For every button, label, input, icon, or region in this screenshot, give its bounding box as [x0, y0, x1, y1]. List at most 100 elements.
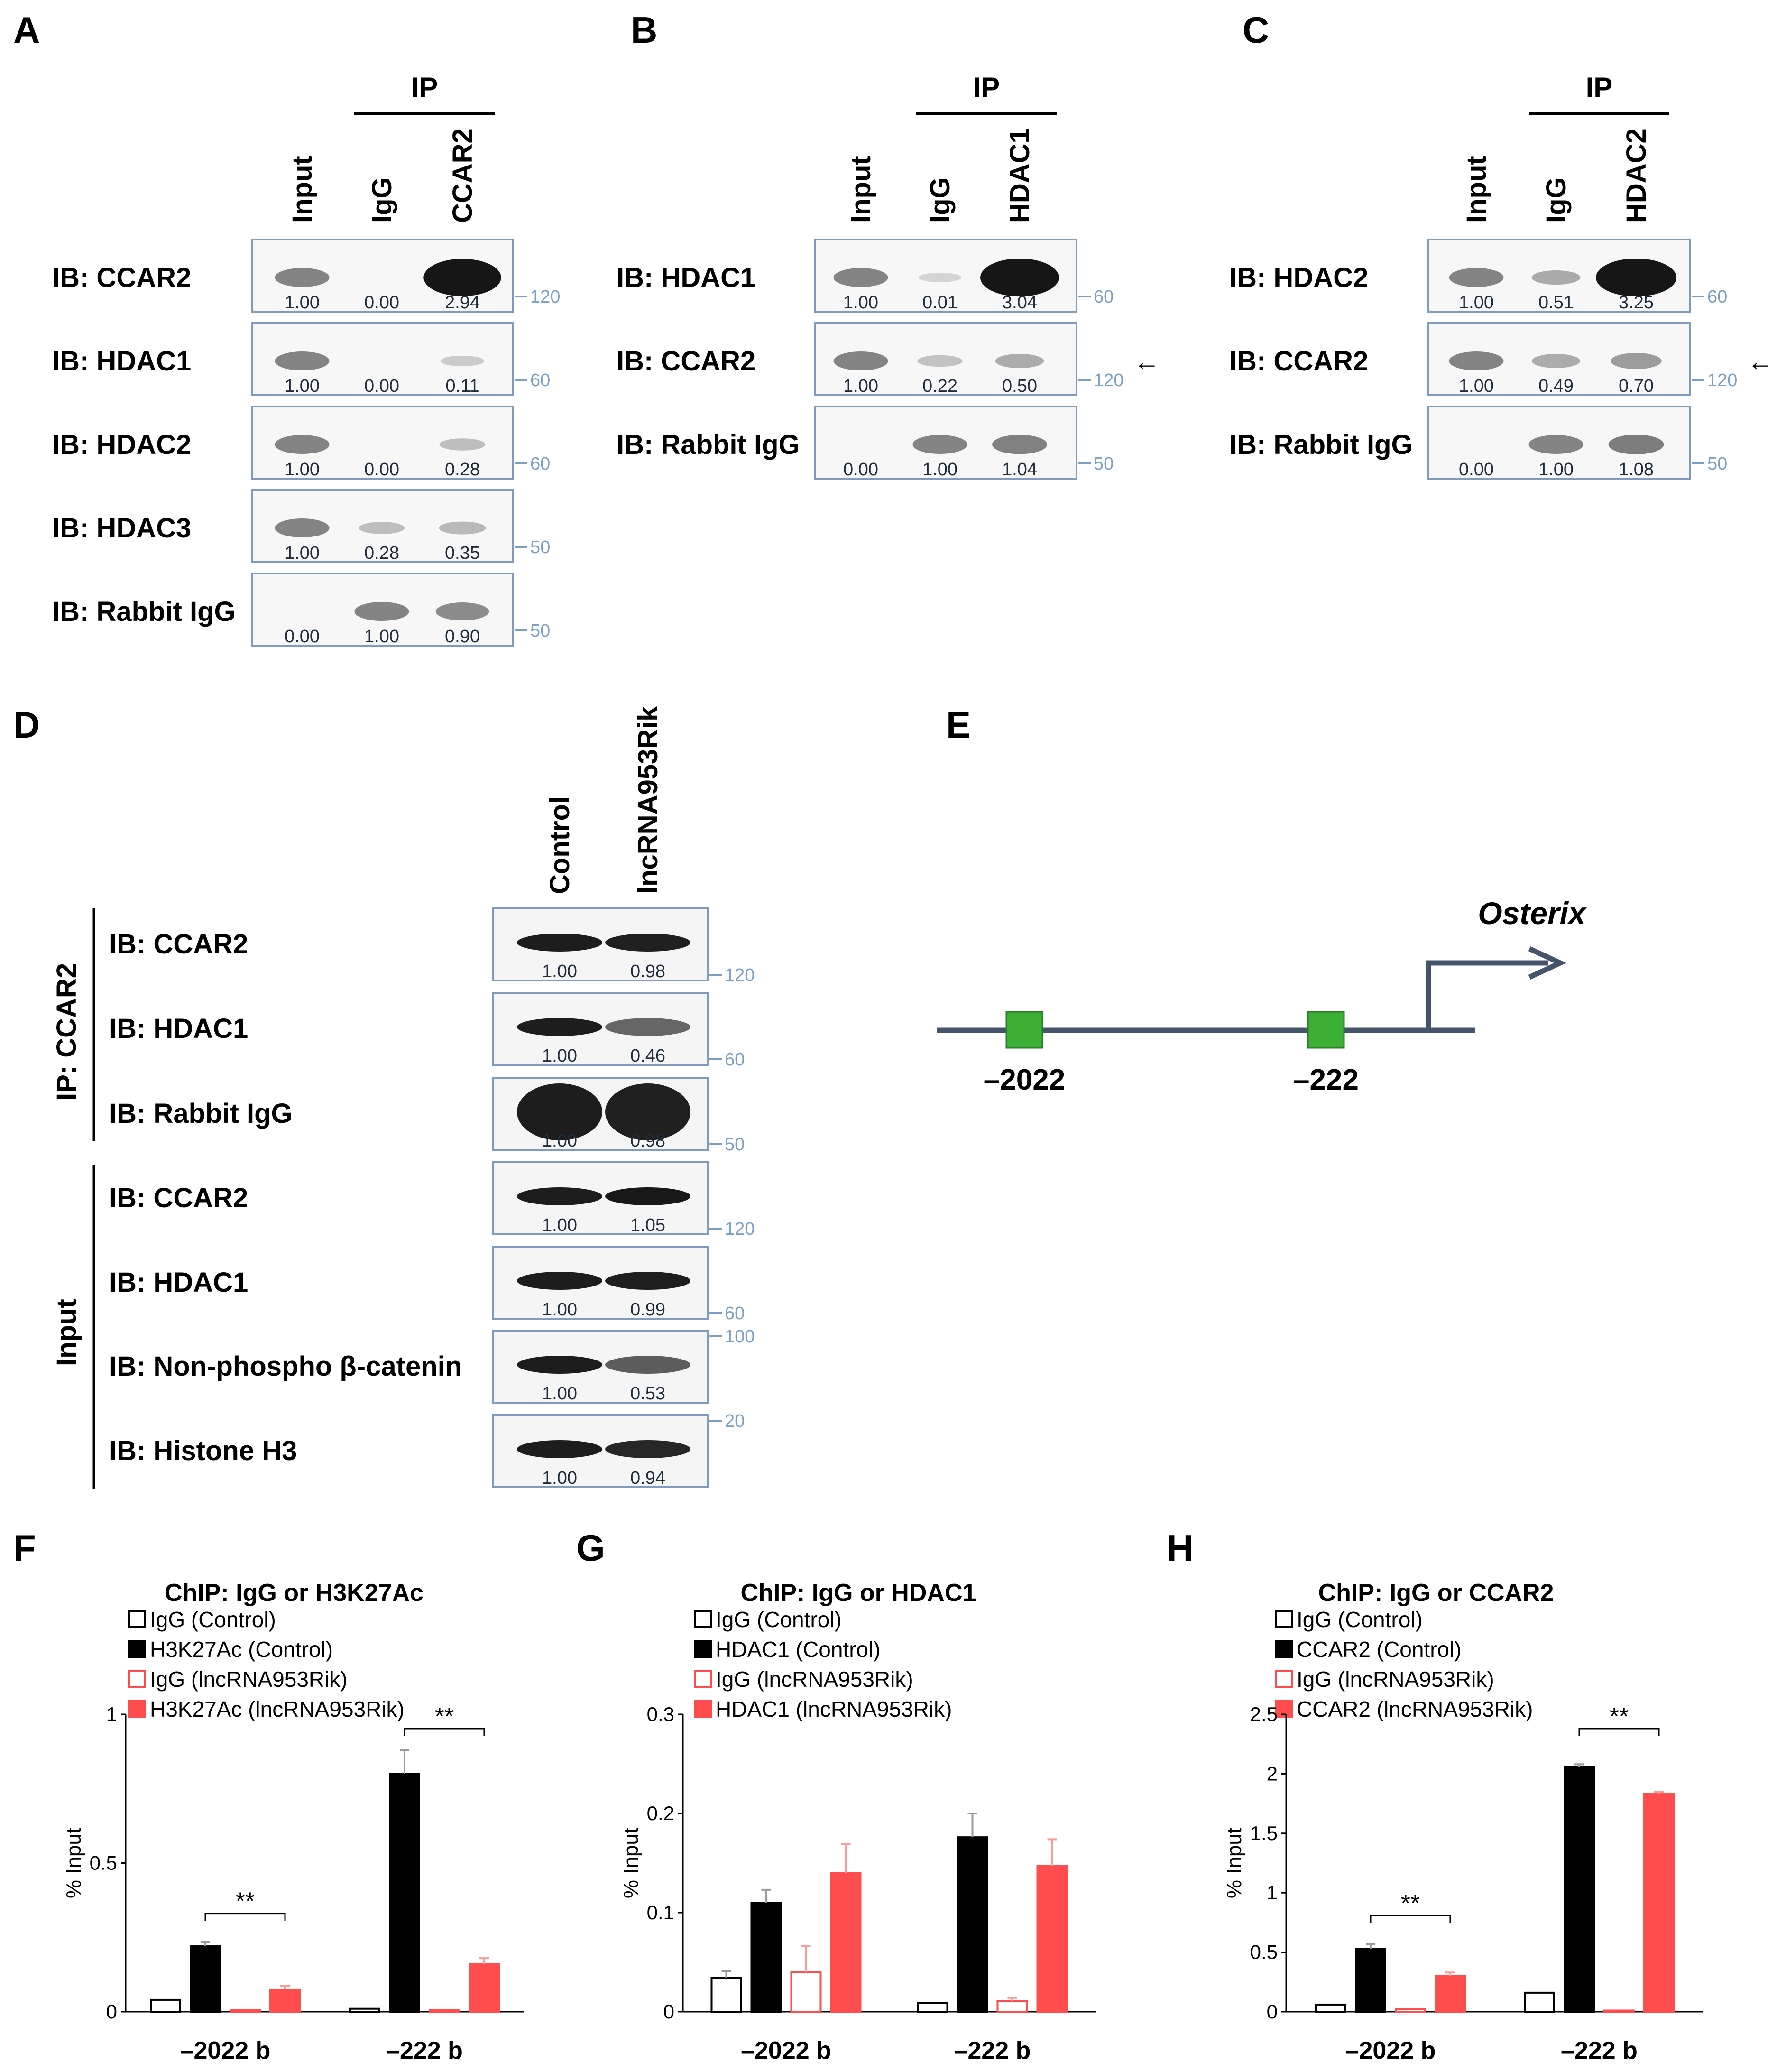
legend-entry: CCAR2 (lncRNA953Rik) — [1297, 1697, 1533, 1721]
legend-entry: IgG (lncRNA953Rik) — [150, 1667, 348, 1692]
lane-label: IgG — [367, 177, 397, 223]
mw-marker: 120 — [530, 287, 560, 307]
mw-marker: 60 — [1094, 287, 1114, 307]
band — [917, 355, 963, 367]
lane-label: Control — [544, 796, 575, 894]
y-axis-label: % Input — [619, 1828, 643, 1898]
y-tick-label: 0.5 — [90, 1852, 117, 1874]
lane-label: Input — [287, 156, 318, 223]
band-quant: 0.46 — [630, 1046, 665, 1066]
tss-arrow-head-icon — [1528, 946, 1567, 980]
y-tick-label: 1.5 — [1250, 1822, 1278, 1844]
y-tick-label: 0.3 — [647, 1703, 674, 1725]
band-quant: 0.00 — [285, 627, 320, 647]
lane-label: lncRNA953Rik — [633, 706, 663, 894]
significance-label: ** — [1610, 1703, 1629, 1730]
band-quant: 0.49 — [1538, 376, 1574, 396]
band-quant: 0.53 — [630, 1384, 665, 1404]
band — [1531, 270, 1581, 285]
band — [517, 1272, 602, 1290]
y-tick-label: 0.2 — [647, 1802, 674, 1824]
y-tick-label: 0 — [106, 2000, 117, 2023]
legend-entry: H3K27Ac (Control) — [150, 1637, 333, 1662]
band-quant: 1.00 — [542, 1468, 577, 1488]
legend-entry: IgG (Control) — [716, 1607, 842, 1632]
significance-label: ** — [1401, 1890, 1420, 1917]
significance-bracket — [1370, 1915, 1451, 1924]
band — [918, 272, 962, 283]
band-quant: 0.00 — [1459, 460, 1494, 480]
y-axis-label: % Input — [1223, 1828, 1246, 1898]
legend-swatch — [694, 1700, 712, 1718]
band-arrow-icon: ← — [1747, 346, 1774, 376]
legend-entry: HDAC1 (Control) — [716, 1637, 881, 1662]
band — [517, 1083, 602, 1140]
chart-title: ChIP: IgG or HDAC1 — [741, 1579, 976, 1607]
mw-marker: 120 — [1707, 370, 1737, 390]
band — [833, 352, 888, 370]
blot-label: IB: Rabbit IgG — [52, 596, 236, 627]
band-quant: 1.00 — [542, 962, 577, 981]
legend-swatch — [128, 1700, 146, 1718]
band — [912, 435, 967, 454]
panel-letter-h: H — [1167, 1527, 1193, 1569]
blot-label: IB: CCAR2 — [109, 1183, 248, 1213]
band — [1531, 354, 1581, 368]
mw-marker: 50 — [1707, 454, 1727, 474]
x-category-label: –2022 b — [1345, 2037, 1436, 2064]
panel-letter-d: D — [13, 704, 40, 746]
band-arrow-icon: ← — [1133, 346, 1160, 376]
band — [833, 268, 888, 287]
legend-swatch — [1275, 1670, 1293, 1688]
mw-marker: 50 — [725, 1135, 745, 1155]
x-category-label: –222 b — [1561, 2037, 1638, 2064]
bar — [150, 1998, 181, 2013]
band-quant: 0.28 — [445, 460, 480, 480]
ip-header: IP — [973, 72, 1000, 103]
bar — [710, 1977, 742, 2013]
band-quant: 1.00 — [285, 543, 320, 563]
binding-site-2 — [1307, 1011, 1345, 1049]
band — [605, 1083, 690, 1140]
legend-entry: H3K27Ac (lncRNA953Rik) — [150, 1697, 405, 1721]
blot-label: IB: Rabbit IgG — [1229, 429, 1413, 460]
y-tick-label: 0 — [1267, 2000, 1278, 2023]
gene-name: Osterix — [1478, 896, 1587, 931]
significance-bracket — [204, 1913, 286, 1921]
mw-marker: 50 — [530, 621, 550, 641]
band — [1528, 435, 1583, 454]
band-quant: 3.04 — [1002, 293, 1037, 313]
band-quant: 1.00 — [542, 1300, 577, 1320]
y-tick-label: 0.5 — [1250, 1941, 1278, 1963]
bar — [1603, 2009, 1635, 2013]
blot-label: IB: Non-phospho β-catenin — [109, 1351, 462, 1382]
panel-letter-e: E — [946, 704, 971, 746]
significance-bracket — [1578, 1728, 1660, 1736]
legend-swatch — [694, 1640, 712, 1658]
panel-letter-a: A — [13, 9, 40, 51]
band-quant: 0.11 — [445, 376, 479, 396]
lane-label: HDAC2 — [1621, 128, 1652, 223]
y-tick-label: 0 — [663, 2000, 674, 2023]
ip-header: IP — [1586, 72, 1613, 103]
band-quant: 1.00 — [843, 376, 878, 396]
ip-header: IP — [411, 72, 438, 103]
band-quant: 0.98 — [630, 1131, 665, 1151]
legend-swatch — [694, 1670, 712, 1688]
mw-marker: 50 — [530, 537, 550, 557]
legend-swatch — [128, 1640, 146, 1658]
legend-entry: HDAC1 (lncRNA953Rik) — [716, 1697, 952, 1721]
